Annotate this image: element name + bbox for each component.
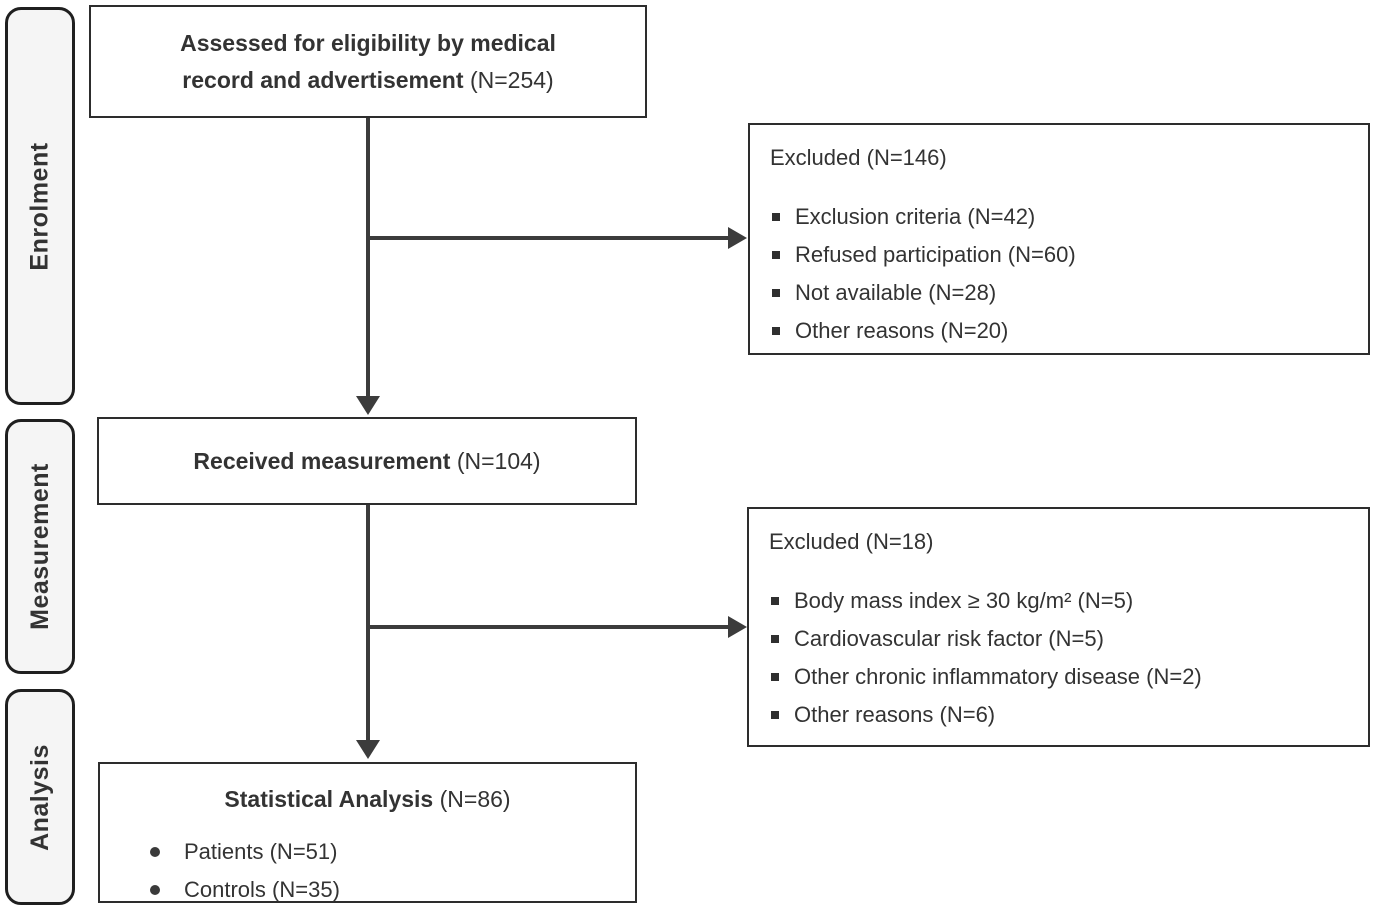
square-bullet-icon	[772, 289, 780, 297]
list-item: Body mass index ≥ 30 kg/m² (N=5)	[771, 582, 1348, 620]
analysis-title-count: (N=86)	[439, 786, 511, 812]
excluded2-title: Excluded (N=18)	[769, 529, 934, 554]
square-bullet-icon	[771, 711, 779, 719]
analysis-list: Patients (N=51) Controls (N=35)	[150, 833, 635, 909]
square-bullet-icon	[772, 213, 780, 221]
connector-received-to-analysis	[366, 505, 370, 741]
analysis-item-text: Controls (N=35)	[184, 877, 340, 902]
list-item: Not available (N=28)	[772, 274, 1348, 312]
stage-enrolment-label: Enrolment	[25, 141, 54, 271]
round-bullet-icon	[150, 885, 160, 895]
stage-measurement-label: Measurement	[25, 463, 54, 630]
assessed-line2-count: (N=254)	[469, 66, 554, 93]
box-assessed-eligibility: Assessed for eligibility by medical reco…	[89, 5, 647, 118]
list-item: Exclusion criteria (N=42)	[772, 198, 1348, 236]
analysis-title: Statistical Analysis(N=86)	[100, 764, 635, 818]
box-excluded-enrolment: Excluded (N=146) Exclusion criteria (N=4…	[748, 123, 1370, 355]
stage-measurement: Measurement	[5, 419, 75, 674]
box-statistical-analysis: Statistical Analysis(N=86) Patients (N=5…	[98, 762, 637, 903]
received-count: (N=104)	[456, 447, 541, 474]
arrowhead-down-icon	[356, 740, 380, 759]
stage-enrolment: Enrolment	[5, 7, 75, 405]
analysis-item-text: Patients (N=51)	[184, 839, 338, 864]
assessed-line2: record and advertisement(N=254)	[182, 62, 553, 99]
arrowhead-right-icon	[728, 616, 747, 638]
square-bullet-icon	[772, 327, 780, 335]
stage-analysis: Analysis	[5, 689, 75, 905]
box-received-measurement: Received measurement(N=104)	[97, 417, 637, 505]
square-bullet-icon	[772, 251, 780, 259]
list-item: Other reasons (N=20)	[772, 312, 1348, 350]
square-bullet-icon	[771, 673, 779, 681]
connector-to-excluded-measurement	[368, 625, 729, 629]
square-bullet-icon	[771, 597, 779, 605]
excluded2-item-text: Cardiovascular risk factor (N=5)	[794, 626, 1104, 651]
arrowhead-down-icon	[356, 396, 380, 415]
assessed-line2-bold: record and advertisement	[182, 66, 464, 93]
list-item: Patients (N=51)	[150, 833, 635, 871]
assessed-line1: Assessed for eligibility by medical	[180, 25, 556, 62]
excluded1-item-text: Not available (N=28)	[795, 280, 997, 305]
connector-assessed-to-received	[366, 118, 370, 397]
excluded1-list: Exclusion criteria (N=42) Refused partic…	[772, 198, 1348, 350]
excluded2-list: Body mass index ≥ 30 kg/m² (N=5) Cardiov…	[771, 582, 1348, 734]
list-item: Other reasons (N=6)	[771, 696, 1348, 734]
assessed-line1-text: Assessed for eligibility by medical	[180, 29, 556, 56]
list-item: Cardiovascular risk factor (N=5)	[771, 620, 1348, 658]
connector-to-excluded-enrolment	[368, 236, 729, 240]
stage-analysis-label: Analysis	[25, 743, 54, 851]
excluded2-item-text: Other chronic inflammatory disease (N=2)	[794, 664, 1202, 689]
excluded2-item-text: Body mass index ≥ 30 kg/m² (N=5)	[794, 588, 1134, 613]
excluded1-item-text: Refused participation (N=60)	[795, 242, 1076, 267]
excluded1-item-text: Exclusion criteria (N=42)	[795, 204, 1036, 229]
analysis-title-bold: Statistical Analysis	[224, 786, 434, 812]
round-bullet-icon	[150, 847, 160, 857]
square-bullet-icon	[771, 635, 779, 643]
excluded1-item-text: Other reasons (N=20)	[795, 318, 1009, 343]
excluded1-title: Excluded (N=146)	[770, 145, 947, 170]
excluded2-item-text: Other reasons (N=6)	[794, 702, 996, 727]
list-item: Controls (N=35)	[150, 871, 635, 909]
box-excluded-measurement: Excluded (N=18) Body mass index ≥ 30 kg/…	[747, 507, 1370, 747]
received-bold: Received measurement	[193, 447, 451, 474]
arrowhead-right-icon	[728, 227, 747, 249]
list-item: Refused participation (N=60)	[772, 236, 1348, 274]
received-line: Received measurement(N=104)	[193, 443, 540, 480]
list-item: Other chronic inflammatory disease (N=2)	[771, 658, 1348, 696]
